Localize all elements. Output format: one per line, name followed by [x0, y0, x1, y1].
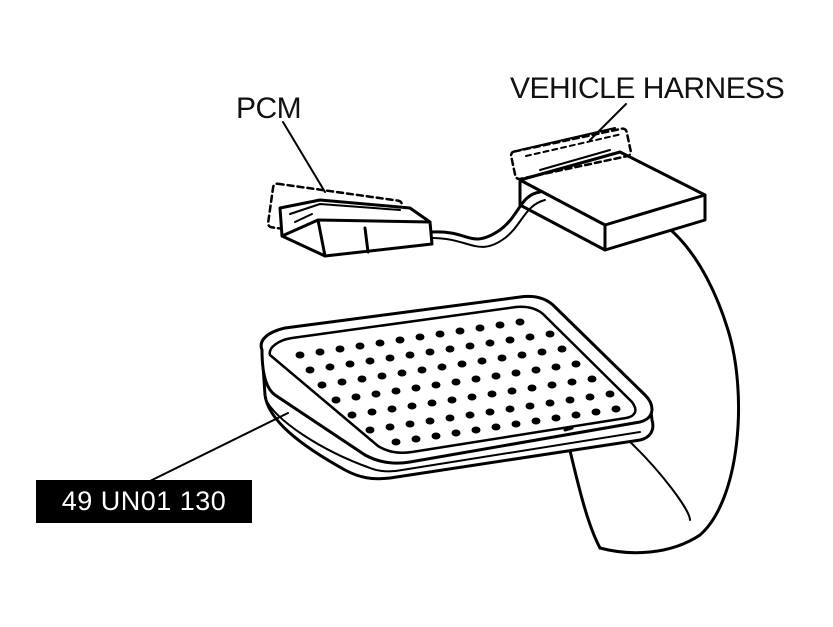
link-cable [430, 190, 542, 241]
link-cable-edge [431, 199, 546, 248]
part-leader-line [147, 412, 289, 483]
pin-holes [295, 318, 621, 446]
pcm-connector [266, 182, 434, 258]
ribbon-cable [563, 208, 740, 555]
vehicle-harness-connector [509, 127, 707, 252]
vehicle-harness-label: VEHICLE HARNESS [510, 72, 785, 105]
harness-leader-line [589, 103, 627, 141]
pcm-label: PCM [236, 92, 302, 125]
part-number-label: 49 UN01 130 [36, 480, 252, 523]
pcm-leader-line [282, 121, 326, 193]
